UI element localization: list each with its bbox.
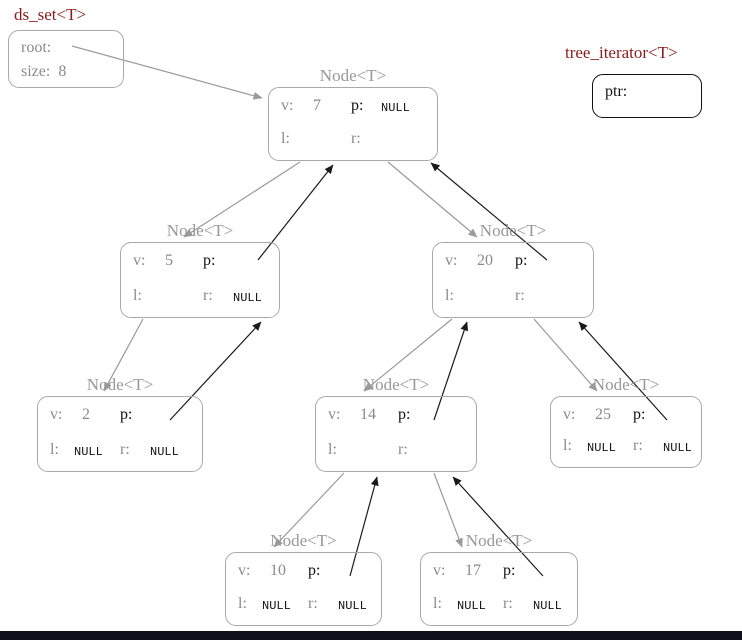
field-v-label: v: [328, 406, 341, 423]
tree-node-14: Node<T> v: 14 p: l: r: [315, 375, 477, 472]
node-type-label: Node<T> [465, 531, 533, 550]
field-v-label: v: [238, 562, 251, 579]
node-box: v: 10 p: l: NULL r: NULL [225, 552, 382, 626]
field-p-label: p: [515, 252, 528, 269]
field-p-label: p: [351, 97, 364, 114]
tree-node-2: Node<T> v: 2 p: l: NULL r: NULL [37, 375, 203, 472]
field-v-value: 25 [595, 406, 611, 423]
field-v-label: v: [133, 252, 146, 269]
field-r-label: r: [633, 437, 643, 454]
tree-iterator-title: tree_iterator<T> [565, 43, 678, 62]
field-v-value: 2 [82, 406, 90, 423]
field-p-value [150, 406, 194, 424]
size-field-value: 8 [58, 63, 67, 80]
node-type-label: Node<T> [592, 375, 660, 394]
field-l-value: NULL [74, 445, 103, 459]
tree-node-5: Node<T> v: 5 p: l: r: NULL [120, 221, 280, 318]
field-p-value [533, 562, 569, 580]
field-v-label: v: [563, 406, 576, 423]
node-box: v: 7 p: NULL l: r: [268, 87, 438, 161]
node-type-label: Node<T> [166, 221, 234, 240]
field-p-value [428, 406, 468, 424]
field-v-label: v: [445, 252, 458, 269]
field-r-value [428, 441, 468, 459]
field-v-label: v: [433, 562, 446, 579]
field-r-value [545, 287, 585, 305]
field-p-label: p: [308, 562, 321, 579]
field-r-label: r: [398, 441, 408, 458]
node-box: v: 25 p: l: NULL r: NULL [550, 396, 702, 468]
node-type-label: Node<T> [270, 531, 337, 550]
field-l-label: l: [281, 130, 290, 147]
field-p-value: NULL [381, 101, 410, 115]
size-field-label: size: [21, 63, 51, 80]
field-l-value: NULL [587, 441, 616, 455]
node-type-label: Node<T> [479, 221, 547, 240]
field-r-label: r: [308, 595, 318, 612]
node-type-label: Node<T> [86, 375, 154, 394]
field-p-value [663, 406, 693, 424]
field-v-value: 14 [360, 406, 376, 423]
field-p-label: p: [398, 406, 411, 423]
field-r-value: NULL [533, 599, 562, 613]
tree-node-17: Node<T> v: 17 p: l: NULL r: NULL [420, 531, 578, 626]
field-l-value [157, 287, 203, 305]
size-field: size: 8 [21, 60, 111, 84]
field-p-value [338, 562, 373, 580]
field-r-value: NULL [338, 599, 367, 613]
field-r-value: NULL [663, 441, 692, 455]
field-p-value [233, 252, 271, 270]
field-l-label: l: [563, 437, 572, 454]
field-l-label: l: [238, 595, 247, 612]
field-r-label: r: [515, 287, 525, 304]
field-l-label: l: [328, 441, 337, 458]
node-box: v: 2 p: l: NULL r: NULL [37, 396, 203, 472]
field-v-value: 20 [477, 252, 493, 269]
node-box: v: 20 p: l: r: [432, 242, 594, 318]
field-v-value: 5 [165, 252, 173, 269]
root-field: root: [21, 36, 111, 60]
tree-node-25: Node<T> v: 25 p: l: NULL r: NULL [550, 375, 702, 468]
ds-set-box: root: size: 8 [8, 30, 124, 88]
field-v-label: v: [50, 406, 63, 423]
field-r-value [381, 130, 429, 148]
node-box: v: 17 p: l: NULL r: NULL [420, 552, 578, 626]
field-p-label: p: [203, 252, 216, 269]
field-v-value: 7 [313, 97, 321, 114]
ds-set-title: ds_set<T> [14, 5, 87, 24]
field-v-value: 17 [465, 562, 481, 579]
root-field-label: root: [21, 39, 52, 56]
field-l-value: NULL [262, 599, 291, 613]
tree-node-20: Node<T> v: 20 p: l: r: [432, 221, 594, 318]
tree-node-10: Node<T> v: 10 p: l: NULL r: NULL [225, 531, 382, 626]
field-l-value [469, 287, 515, 305]
node-type-label: Node<T> [362, 375, 430, 394]
field-r-label: r: [351, 130, 361, 147]
field-v-value: 10 [270, 562, 286, 579]
node-type-label: Node<T> [319, 66, 387, 85]
node-box: v: 14 p: l: r: [315, 396, 477, 472]
field-p-label: p: [633, 406, 646, 423]
field-r-label: r: [203, 287, 213, 304]
field-l-value [352, 441, 398, 459]
field-r-label: r: [120, 441, 130, 458]
field-v-label: v: [281, 97, 294, 114]
field-l-label: l: [50, 441, 59, 458]
node-box: v: 5 p: l: r: NULL [120, 242, 280, 318]
field-r-value: NULL [150, 445, 179, 459]
field-l-value [305, 130, 351, 148]
field-l-value: NULL [457, 599, 486, 613]
field-l-label: l: [133, 287, 142, 304]
field-r-value: NULL [233, 291, 262, 305]
field-l-label: l: [433, 595, 442, 612]
tree-iterator-box: ptr: [592, 74, 702, 118]
window-bottom-edge [0, 631, 742, 640]
ptr-field-label: ptr: [605, 83, 628, 100]
field-r-label: r: [503, 595, 513, 612]
field-p-label: p: [120, 406, 133, 423]
field-l-label: l: [445, 287, 454, 304]
field-p-label: p: [503, 562, 516, 579]
tree-node-7: Node<T> v: 7 p: NULL l: r: [268, 66, 438, 161]
field-p-value [545, 252, 585, 270]
